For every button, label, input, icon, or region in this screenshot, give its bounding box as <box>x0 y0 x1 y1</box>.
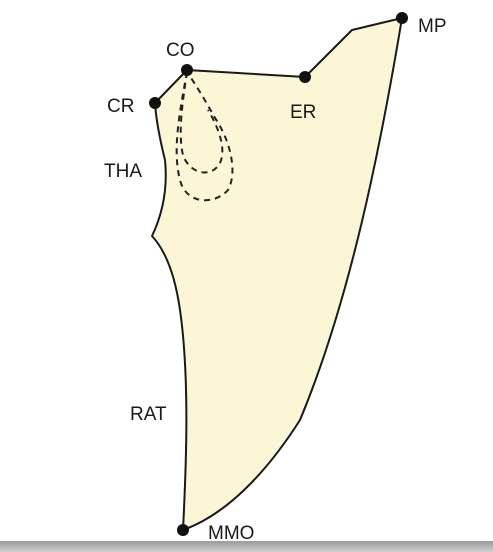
point-co <box>181 64 193 76</box>
region-outline <box>152 18 402 530</box>
point-mmo <box>177 524 189 536</box>
bottom-edge <box>0 541 493 552</box>
label-tha: THA <box>104 161 142 182</box>
point-mp <box>396 12 408 24</box>
label-er: ER <box>290 102 316 123</box>
label-co: CO <box>166 40 195 61</box>
label-cr: CR <box>107 96 134 117</box>
point-er <box>299 71 311 83</box>
point-cr <box>149 97 161 109</box>
label-mp: MP <box>418 16 447 37</box>
label-rat: RAT <box>130 404 167 425</box>
